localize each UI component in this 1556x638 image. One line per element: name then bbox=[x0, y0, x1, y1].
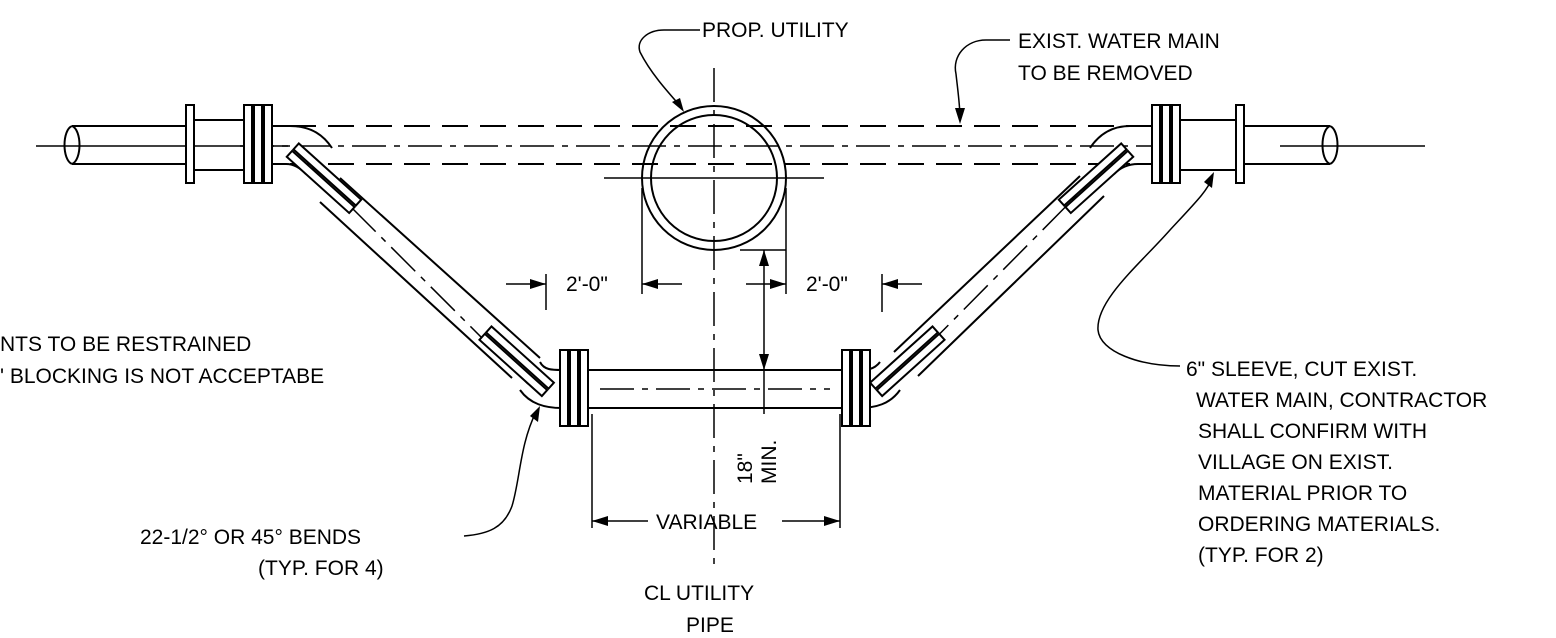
right-diagonal-pipe bbox=[868, 142, 1135, 398]
label-bends-line1: 22-1/2° OR 45° BENDS bbox=[140, 526, 361, 549]
label-cl-utility-line1: CL UTILITY bbox=[644, 582, 754, 605]
leader-prop-utility bbox=[638, 29, 700, 112]
dimension-label-18in: 18" bbox=[734, 453, 757, 484]
sleeve-note-line: MATERIAL PRIOR TO bbox=[1198, 482, 1407, 505]
dimension-left-2ft bbox=[506, 188, 682, 310]
sleeve-note: 6" SLEEVE, CUT EXIST. WATER MAIN, CONTRA… bbox=[1186, 358, 1487, 567]
dimension-variable bbox=[591, 414, 841, 528]
dimension-label-left: 2'-0" bbox=[566, 273, 608, 296]
leader-sleeve bbox=[1097, 172, 1214, 367]
sleeve-note-line: VILLAGE ON EXIST. bbox=[1198, 451, 1393, 474]
leader-bends bbox=[463, 406, 540, 537]
label-joints-line1: NTS TO BE RESTRAINED bbox=[0, 333, 251, 356]
dimension-right-2ft bbox=[746, 188, 922, 312]
label-cl-utility-line2: PIPE bbox=[686, 614, 734, 637]
dimension-label-min: MIN. bbox=[758, 440, 781, 484]
label-exist-main-line2: TO BE REMOVED bbox=[1018, 62, 1193, 85]
lower-horizontal-pipe bbox=[559, 349, 871, 427]
right-existing-pipe bbox=[1130, 104, 1339, 184]
existing-water-main bbox=[290, 125, 1130, 165]
left-diagonal-pipe bbox=[285, 142, 556, 398]
label-prop-utility: PROP. UTILITY bbox=[702, 19, 849, 42]
label-exist-main-line1: EXIST. WATER MAIN bbox=[1018, 30, 1220, 53]
dimension-label-variable: VARIABLE bbox=[656, 511, 757, 534]
sleeve-note-line: 6" SLEEVE, CUT EXIST. bbox=[1186, 358, 1417, 381]
sleeve-note-line: SHALL CONFIRM WITH bbox=[1198, 420, 1427, 443]
leader-exist-water-main bbox=[954, 39, 1010, 124]
label-joints-line2: ' BLOCKING IS NOT ACCEPTABE bbox=[0, 365, 324, 388]
dimension-vertical-18in bbox=[740, 249, 786, 414]
sleeve-note-line: (TYP. FOR 2) bbox=[1198, 544, 1324, 567]
sleeve-note-line: WATER MAIN, CONTRACTOR bbox=[1196, 389, 1487, 412]
left-existing-pipe bbox=[63, 104, 292, 184]
dimension-label-right: 2'-0" bbox=[806, 273, 848, 296]
label-bends-line2: (TYP. FOR 4) bbox=[258, 557, 384, 580]
sleeve-note-line: ORDERING MATERIALS. bbox=[1198, 513, 1440, 536]
